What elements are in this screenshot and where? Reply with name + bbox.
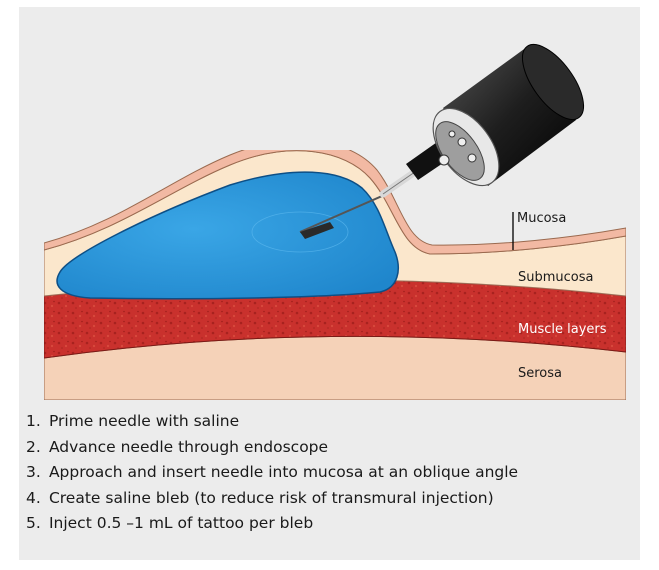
step-item: 2. Advance needle through endoscope	[26, 435, 518, 461]
step-number: 2.	[26, 435, 44, 460]
step-item: 1. Prime needle with saline	[26, 409, 518, 435]
step-number: 4.	[26, 486, 44, 511]
step-number: 1.	[26, 409, 44, 434]
step-text: Advance needle through endoscope	[49, 438, 328, 456]
label-mucosa: Mucosa	[517, 211, 566, 226]
step-number: 5.	[26, 511, 44, 536]
endoscope-light-icon	[449, 131, 455, 137]
step-text: Prime needle with saline	[49, 412, 239, 430]
endoscope-lens-icon	[458, 138, 466, 146]
step-text: Create saline bleb (to reduce risk of tr…	[49, 489, 494, 507]
procedure-steps: 1. Prime needle with saline 2. Advance n…	[26, 409, 518, 537]
step-item: 5. Inject 0.5 –1 mL of tattoo per bleb	[26, 511, 518, 537]
step-text: Inject 0.5 –1 mL of tattoo per bleb	[49, 514, 313, 532]
label-serosa: Serosa	[518, 366, 562, 381]
label-muscle-layers: Muscle layers	[518, 322, 607, 337]
label-submucosa: Submucosa	[518, 270, 594, 285]
step-item: 3. Approach and insert needle into mucos…	[26, 460, 518, 486]
endoscope-channel-icon	[439, 155, 449, 165]
step-text: Approach and insert needle into mucosa a…	[49, 463, 518, 481]
step-number: 3.	[26, 460, 44, 485]
step-item: 4. Create saline bleb (to reduce risk of…	[26, 486, 518, 512]
endoscope-light-icon	[468, 154, 476, 162]
